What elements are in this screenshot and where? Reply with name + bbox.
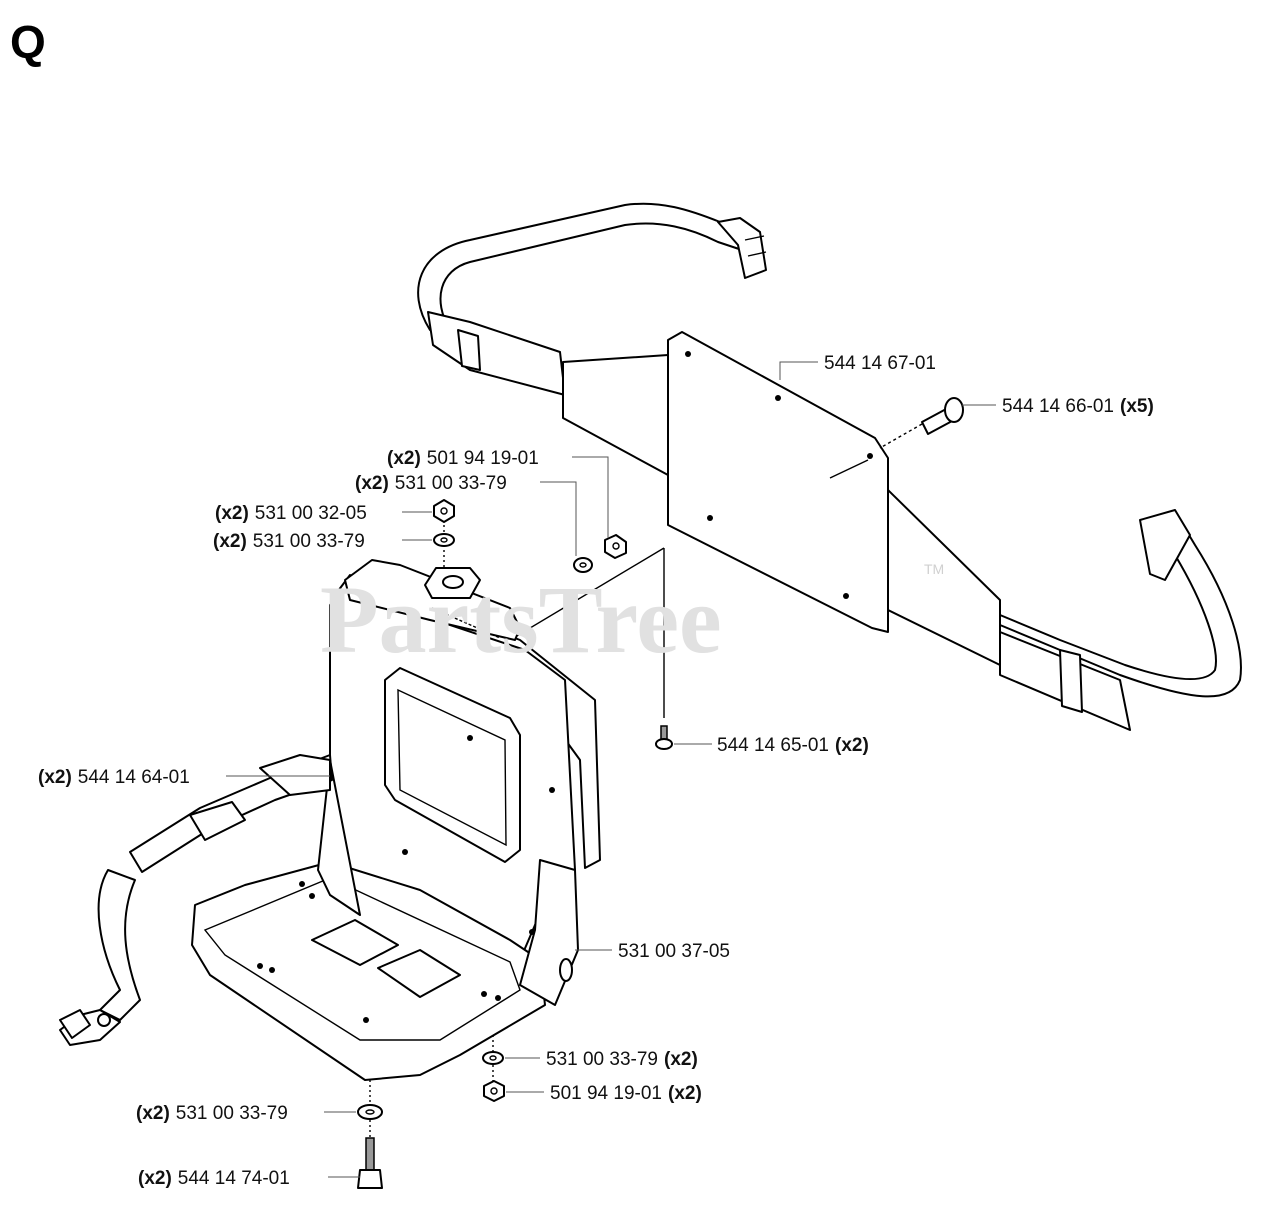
harness-plate (667, 331, 889, 633)
shoulder-harness (417, 202, 1242, 731)
callout-back-frame: 531 00 37-05 (618, 941, 730, 962)
leader-lines (226, 361, 996, 1178)
lower-strap-clip (1139, 509, 1191, 581)
callout-plate-screw: 544 14 66-01(x5) (1002, 396, 1154, 417)
callout-bottom-bolt: (x2)544 14 74-01 (138, 1168, 290, 1189)
callout-top-washer-left: (x2)531 00 33-79 (213, 531, 365, 552)
upper-shoulder-strap (417, 202, 743, 331)
callout-frame-screw: 544 14 65-01(x2) (717, 735, 869, 756)
callout-top-nut-right: (x2)501 94 19-01 (387, 448, 539, 469)
callout-bottom-nut-right: 501 94 19-01(x2) (550, 1083, 702, 1104)
upper-strap-buckle (457, 329, 481, 371)
callout-harness-plate: 544 14 67-01 (824, 353, 936, 374)
centerline (509, 547, 665, 641)
callout-top-nut-left: (x2)531 00 32-05 (215, 503, 367, 524)
top-nut-right (604, 534, 627, 559)
bottom-bolt (357, 1137, 383, 1189)
bottom-washer-left (357, 1104, 383, 1120)
hip-strap (59, 754, 333, 1046)
callout-top-washer-right: (x2)531 00 33-79 (355, 473, 507, 494)
top-washer-right (573, 557, 593, 573)
section-letter: Q (10, 16, 46, 68)
upper-strap-padding (427, 311, 566, 396)
watermark-tm: TM (924, 561, 944, 577)
harness-wing-right (887, 489, 1001, 666)
centerline (829, 459, 869, 479)
plate-screw (879, 397, 964, 449)
upper-strap-clip (717, 217, 767, 279)
back-frame (191, 559, 601, 1081)
frame-screw (655, 725, 673, 750)
watermark: PartsTree (320, 566, 722, 673)
bottom-nut-right (483, 1080, 505, 1102)
top-nut-left (433, 499, 455, 523)
clip-detail (744, 235, 767, 257)
callout-hip-strap: (x2)544 14 64-01 (38, 767, 190, 788)
bottom-washer-right (482, 1051, 504, 1065)
lower-strap-buckle (1059, 649, 1083, 713)
callout-bottom-washer-right: 531 00 33-79(x2) (546, 1049, 698, 1070)
top-washer-left (433, 533, 455, 547)
callout-bottom-washer-left: (x2)531 00 33-79 (136, 1103, 288, 1124)
